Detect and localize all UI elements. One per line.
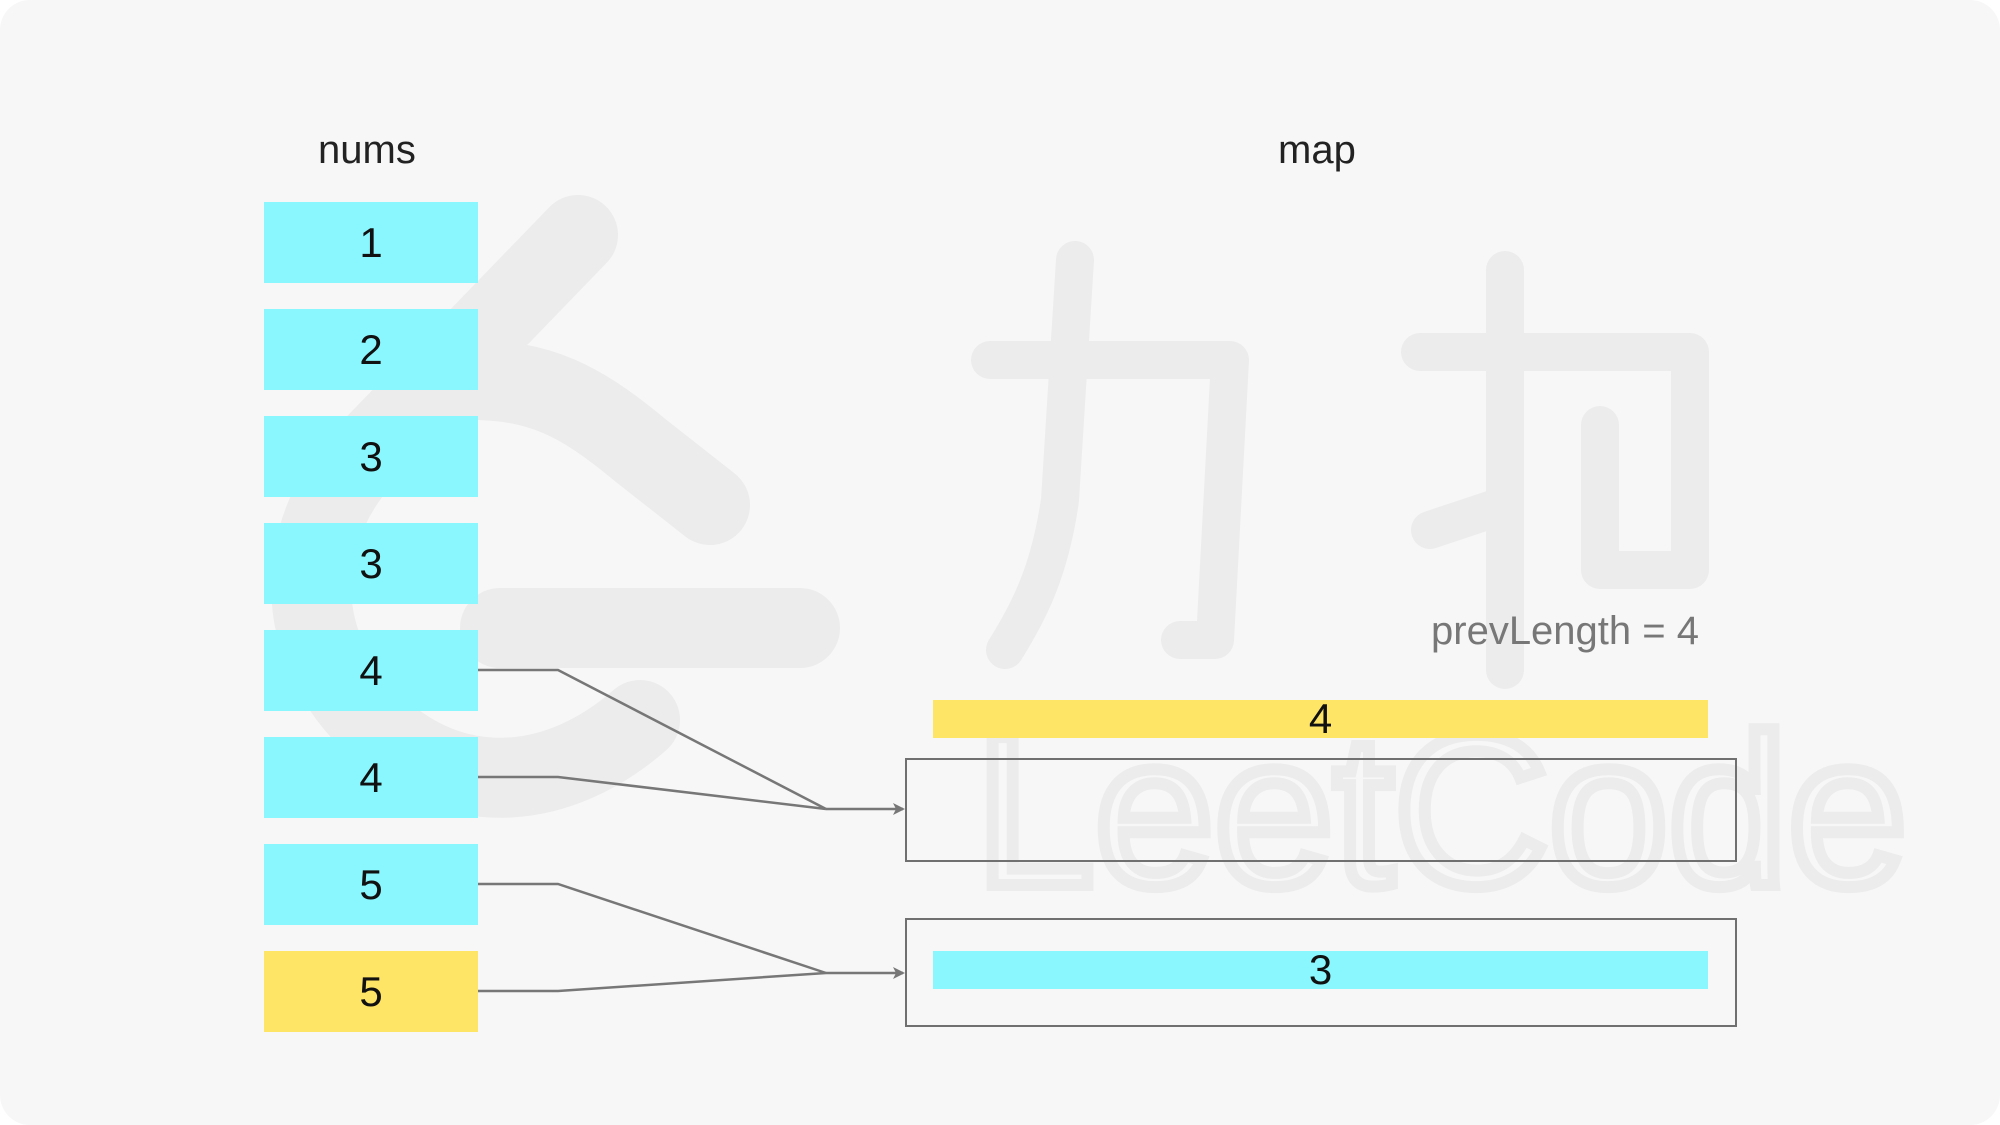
connector-nums-5-a bbox=[478, 882, 827, 975]
nums-cell-3: 3 bbox=[264, 523, 478, 604]
nums-title: nums bbox=[318, 128, 416, 172]
map-bucket-bottom bbox=[905, 918, 1737, 1027]
nums-cell-4: 4 bbox=[264, 630, 478, 711]
map-bucket-top bbox=[905, 758, 1737, 862]
leetcode-logo-watermark bbox=[271, 195, 840, 818]
nums-cell-0: 1 bbox=[264, 202, 478, 283]
nums-cell-6: 5 bbox=[264, 844, 478, 925]
watermark-chinese-chars bbox=[971, 241, 1709, 689]
map-top-bar: 4 bbox=[933, 695, 1708, 742]
nums-cell-5: 4 bbox=[264, 737, 478, 818]
connector-nums-4-a bbox=[478, 668, 827, 811]
nums-cell-1: 2 bbox=[264, 309, 478, 390]
map-title: map bbox=[1278, 128, 1356, 172]
connector-nums-5-b bbox=[478, 971, 827, 993]
connector-nums-4-b bbox=[478, 775, 827, 811]
prev-length-label: prevLength = 4 bbox=[1431, 609, 1699, 653]
map-bucket-bottom-bar: 3 bbox=[933, 946, 1708, 993]
nums-cell-2: 3 bbox=[264, 416, 478, 497]
nums-cell-7: 5 bbox=[264, 951, 478, 1032]
